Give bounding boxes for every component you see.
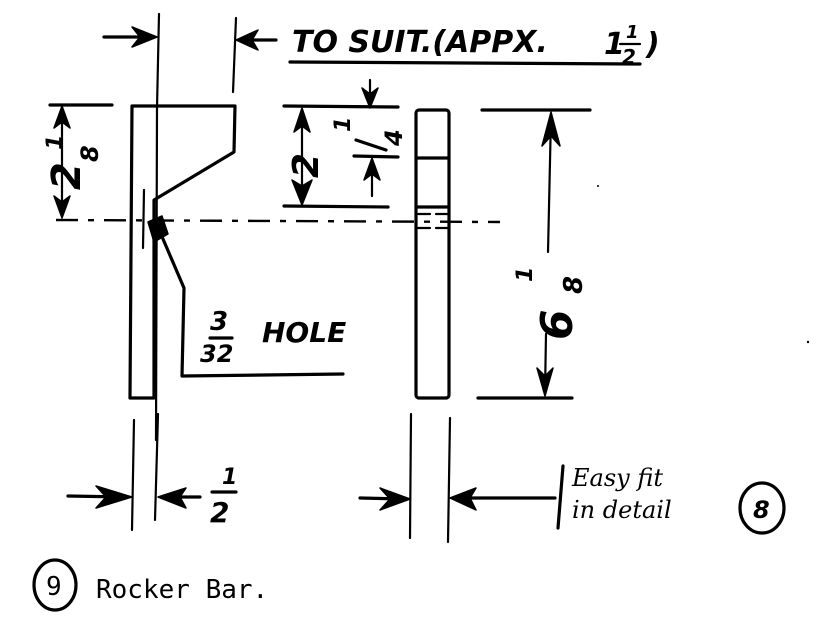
side-view: 2 1 8 xyxy=(43,103,237,442)
thickness-ext-right xyxy=(153,412,160,522)
arrow-up-icon xyxy=(541,111,561,147)
fit-note-line1: Easy fit xyxy=(571,464,663,492)
thickness-ext-left xyxy=(130,418,136,532)
to-suit-whole: 1 xyxy=(604,27,625,62)
thickness-num: 1 xyxy=(222,465,237,490)
arrow-up-icon xyxy=(293,107,311,133)
hole-centerline xyxy=(55,218,501,224)
detail-ref-circle xyxy=(738,481,786,535)
title-number: 9 xyxy=(46,572,62,602)
extension-line-left xyxy=(155,12,161,110)
to-suit-label: TO SUIT.(APPX. xyxy=(292,25,548,60)
hole-callout: 3 32 HOLE xyxy=(158,230,346,378)
thickness-den: 2 xyxy=(210,496,229,529)
title-label: Rocker Bar. xyxy=(96,575,268,605)
front-upper-top-ext xyxy=(282,104,400,109)
front-view-outline xyxy=(414,108,451,400)
front-view: 2 1 4 6 1 8 xyxy=(282,78,592,400)
front-slot-ext xyxy=(352,154,400,159)
to-suit-num: 1 xyxy=(626,22,639,43)
side-height-num: 1 xyxy=(43,135,68,150)
arrow-down-icon xyxy=(291,179,313,206)
hole-label: HOLE xyxy=(262,316,346,349)
thickness-dimension-front: Easy fit in detail 8 xyxy=(358,412,786,544)
speck xyxy=(806,340,810,344)
arrow-up-icon xyxy=(53,105,71,129)
title-block: 9 Rocker Bar. xyxy=(32,558,268,612)
arrow-right-icon xyxy=(131,26,158,48)
hole-hidden-line xyxy=(141,188,146,250)
arrow-left-icon xyxy=(449,487,477,511)
arrow-right-icon xyxy=(95,485,133,509)
overall-height-num: 1 xyxy=(513,267,538,282)
front-thickness-ext-right xyxy=(446,416,452,544)
arrow-up-icon xyxy=(363,157,381,181)
hole-leader-line xyxy=(158,230,345,378)
overall-height-whole: 6 xyxy=(532,309,583,340)
arrow-left-icon xyxy=(235,29,259,51)
fit-note-bracket xyxy=(556,464,565,530)
front-thickness-ext-left xyxy=(408,412,413,540)
overall-dim-line-upper xyxy=(546,114,553,254)
arrow-right-icon xyxy=(379,487,411,511)
to-suit-close: ) xyxy=(645,27,660,62)
front-slot-den: 4 xyxy=(380,129,408,147)
side-view-centerline xyxy=(154,106,159,442)
hole-size-num: 3 xyxy=(210,307,228,337)
thickness-dimension-side: 1 2 xyxy=(66,412,238,532)
front-upper-bottom-ext xyxy=(282,204,390,209)
extension-line-right xyxy=(231,16,238,94)
front-slot-num: 1 xyxy=(331,117,356,132)
detail-ref-number: 8 xyxy=(753,496,770,524)
arrow-down-icon xyxy=(53,195,71,219)
arrow-down-icon xyxy=(361,87,379,109)
overall-height-den: 8 xyxy=(559,276,589,294)
arrow-down-icon xyxy=(536,367,554,397)
front-upper-whole: 2 xyxy=(286,153,327,178)
side-height-whole: 2 xyxy=(44,162,90,190)
speck xyxy=(597,185,599,187)
side-height-den: 8 xyxy=(76,145,104,162)
hole-size-den: 32 xyxy=(200,340,233,368)
side-view-outline xyxy=(128,104,237,400)
title-number-circle xyxy=(32,558,78,612)
front-slot-fraction-bar xyxy=(354,138,388,152)
arrow-left-icon xyxy=(157,487,187,509)
to-suit-underline xyxy=(288,60,642,66)
top-dimension: TO SUIT.(APPX. 1 1 2 ) xyxy=(102,12,660,110)
fit-note-line2: in detail xyxy=(572,496,672,524)
